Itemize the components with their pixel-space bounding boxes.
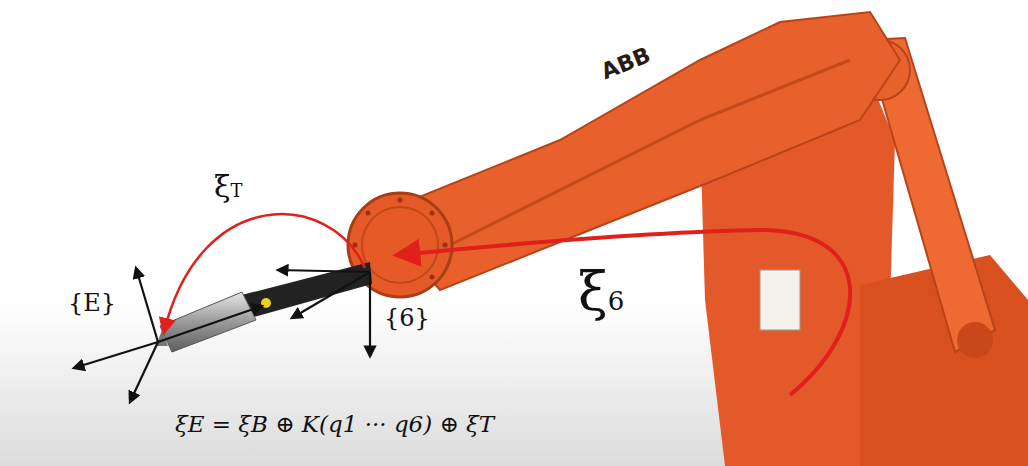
xi-t-arrow [164, 214, 365, 332]
tool-handle [238, 262, 372, 318]
transform-symbol: ξT [214, 170, 243, 203]
equation: ξE = ξB ⊕ K(q1 ··· q6) ⊕ ξT [175, 412, 494, 437]
xi-6-arrow [398, 230, 850, 395]
frame-label: {6} [384, 305, 430, 331]
link-joint [957, 322, 993, 358]
label-plate [760, 270, 800, 330]
forearm-edge [440, 60, 850, 250]
frame-e-axes [74, 268, 262, 402]
frame-label: {E} [68, 290, 116, 316]
frame-6-axes [278, 270, 370, 356]
tool-button [261, 298, 271, 308]
brand-logo: ABB [598, 43, 654, 84]
transform-symbol: ξ6 [578, 262, 624, 321]
wrist-ring [362, 207, 438, 283]
